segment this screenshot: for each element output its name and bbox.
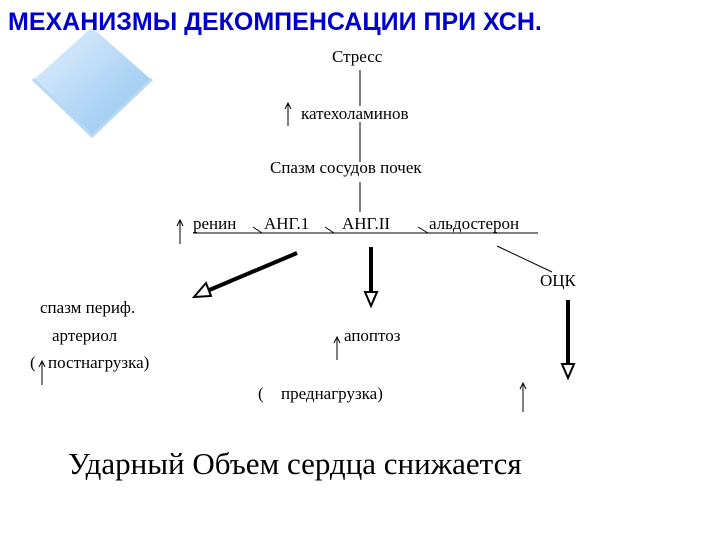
renin-to-ang1-arrowhead — [252, 226, 263, 234]
aldosterone-to-ock-line — [496, 245, 553, 273]
afterload-label: постнагрузка) — [48, 353, 150, 372]
arterioles-label: артериол — [52, 326, 118, 345]
catecholamines-label: катехоламинов — [301, 104, 409, 123]
slide-title: МЕХАНИЗМЫ ДЕКОМПЕНСАЦИИ ПРИ ХСН. — [8, 8, 542, 36]
ang1-to-ang2-arrowhead — [324, 226, 335, 234]
up-arrow-icon — [284, 101, 292, 126]
up-arrow-icon — [176, 218, 184, 244]
renal-spasm-label: Спазм сосудов почек — [270, 158, 422, 177]
diamond-edge-shadow — [31, 77, 154, 139]
peripheral-spasm-label: спазм периф. — [40, 298, 136, 317]
down-arrow-icon — [363, 247, 379, 309]
up-arrow-icon — [38, 359, 46, 385]
down-arrow-icon — [191, 251, 298, 299]
ock-label: ОЦК — [540, 271, 576, 290]
stress-label: Стресс — [332, 47, 383, 66]
down-arrow-icon — [560, 300, 576, 381]
aldosterone-label: альдостерон — [429, 214, 520, 233]
up-arrow-icon — [333, 335, 341, 360]
apoptosis-label: апоптоз — [344, 326, 401, 345]
renin-label: ренин — [193, 214, 237, 233]
ang2-label: АНГ.II — [342, 214, 391, 233]
ang1-label: АНГ.1 — [264, 214, 310, 233]
afterload-open-paren: ( — [30, 353, 36, 372]
up-arrow-icon — [519, 381, 527, 412]
preload-open-paren: ( — [258, 384, 264, 403]
preload-label: преднагрузка) — [281, 384, 383, 403]
conclusion-text: Ударный Объем сердца снижается — [68, 446, 522, 481]
ang2-to-aldosterone-arrowhead — [417, 226, 429, 234]
